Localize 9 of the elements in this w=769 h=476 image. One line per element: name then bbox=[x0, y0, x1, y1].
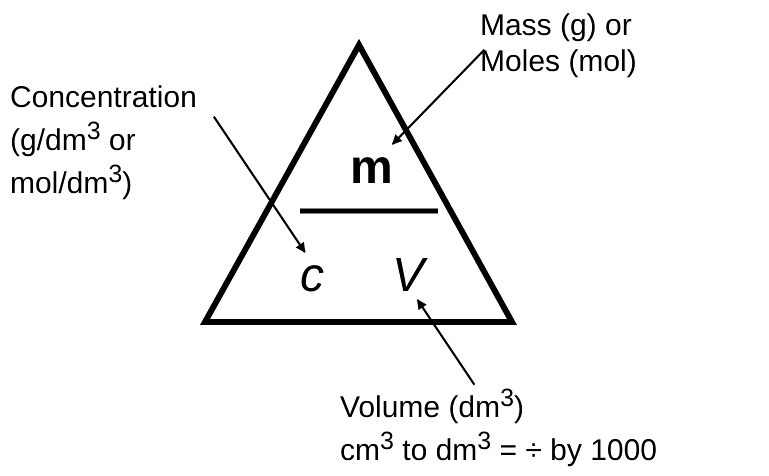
formula-symbol: m bbox=[350, 144, 393, 192]
leader-arrow bbox=[392, 49, 486, 145]
quantity-label: Mass (g) or Moles (mol) bbox=[480, 8, 638, 80]
quantity-label: Volume (dm$^{3}$) bbox=[340, 383, 525, 426]
formula-symbol: c bbox=[300, 252, 324, 300]
leader-arrow bbox=[416, 299, 476, 386]
leader-arrow bbox=[212, 116, 306, 253]
quantity-label: Concentration (g/dm$^{3}$ or mol/dm$^{3}$) bbox=[10, 80, 198, 202]
quantity-label: cm$^{3}$ to dm$^{3}$ = ÷ by 1000 bbox=[340, 426, 658, 469]
